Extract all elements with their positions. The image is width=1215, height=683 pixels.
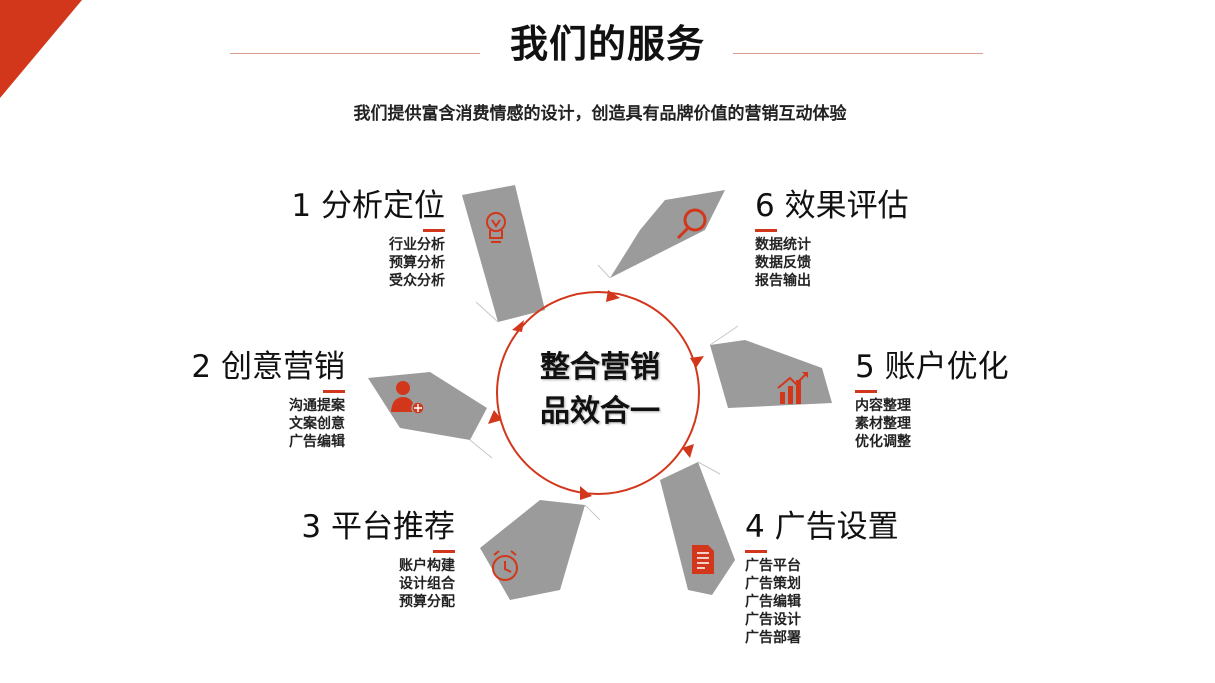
step-6-item: 数据反馈	[755, 255, 811, 271]
step-3-item: 设计组合	[399, 576, 455, 592]
step-5-item: 素材整理	[855, 416, 911, 432]
step-3-block: 3 平台推荐 账户构建 设计组合 预算分配	[250, 507, 455, 611]
step-2-item: 沟通提案	[289, 398, 345, 414]
alarm-clock-icon	[492, 550, 518, 581]
step-3-item: 预算分配	[399, 594, 455, 610]
step-4-item: 广告设计	[745, 612, 801, 628]
step-2-item: 文案创意	[289, 416, 345, 432]
step-2-title: 2 创意营销	[191, 349, 345, 385]
step-5-title: 5 账户优化	[855, 349, 1009, 385]
step-1-title: 1 分析定位	[291, 188, 445, 224]
step-3-title: 3 平台推荐	[301, 509, 455, 545]
page-subtitle: 我们提供富含消费情感的设计，创造具有品牌价值的营销互动体验	[353, 104, 847, 124]
step-5-item: 内容整理	[855, 398, 911, 414]
step-5-item: 优化调整	[855, 434, 911, 450]
step-6-title: 6 效果评估	[755, 188, 909, 224]
step-6-block: 6 效果评估 数据统计 数据反馈 报告输出	[755, 186, 975, 290]
center-line-1: 整合营销	[540, 350, 660, 385]
step-2-item: 广告编辑	[289, 434, 345, 450]
step-1-underline	[423, 229, 445, 232]
corner-decoration	[0, 0, 82, 98]
step-4-underline	[745, 550, 767, 553]
petal-5	[709, 325, 832, 408]
step-5-block: 5 账户优化 内容整理 素材整理 优化调整	[855, 347, 1075, 451]
petal-4	[660, 461, 735, 595]
step-6-underline	[755, 229, 777, 232]
step-1-block: 1 分析定位 行业分析 预算分析 受众分析	[240, 186, 445, 290]
title-line-left	[230, 53, 480, 54]
step-4-item: 广告策划	[745, 576, 801, 592]
bar-chart-icon	[777, 372, 808, 404]
petal-3	[480, 500, 601, 600]
magnifier-icon	[676, 208, 707, 240]
petal-1	[462, 185, 545, 323]
step-4-item: 广告部署	[745, 630, 801, 646]
step-6-item: 报告输出	[755, 273, 811, 289]
step-1-item: 预算分析	[389, 255, 445, 271]
step-4-item: 广告平台	[745, 558, 801, 574]
title-line-right	[733, 53, 983, 54]
step-1-item: 行业分析	[389, 237, 445, 253]
step-2-underline	[323, 390, 345, 393]
center-label: 整合营销 品效合一	[500, 346, 700, 434]
step-6-item: 数据统计	[755, 237, 811, 253]
document-icon	[692, 545, 714, 574]
step-4-title: 4 广告设置	[745, 509, 899, 545]
step-5-underline	[855, 390, 877, 393]
step-3-underline	[433, 550, 455, 553]
step-3-item: 账户构建	[399, 558, 455, 574]
page-title: 我们的服务	[509, 22, 705, 66]
ring-arrows	[488, 290, 704, 500]
step-2-block: 2 创意营销 沟通提案 文案创意 广告编辑	[140, 347, 345, 451]
petal-2	[368, 372, 493, 459]
center-line-2: 品效合一	[540, 394, 660, 429]
center-ring	[496, 291, 700, 495]
step-4-block: 4 广告设置 广告平台 广告策划 广告编辑 广告设计 广告部署	[745, 507, 965, 647]
user-add-icon	[391, 381, 425, 415]
step-1-item: 受众分析	[389, 273, 445, 289]
petal-6	[597, 190, 725, 279]
step-4-item: 广告编辑	[745, 594, 801, 610]
lightbulb-icon	[486, 212, 506, 243]
